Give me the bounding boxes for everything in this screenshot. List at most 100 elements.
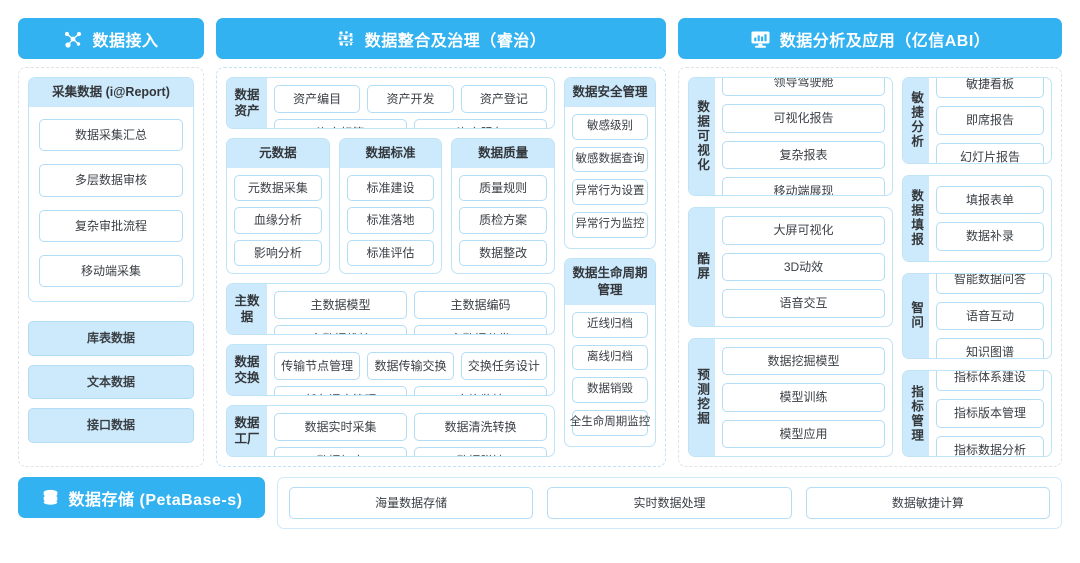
group-row: 数据加密 数据脱敏 <box>274 447 547 456</box>
list-item[interactable]: 大屏可视化 <box>722 216 885 245</box>
header-title: 数据存储 (PetaBase-s) <box>68 491 243 509</box>
list-item[interactable]: 资产开发 <box>367 85 454 114</box>
list-item[interactable]: 资产登记 <box>460 85 547 114</box>
header-title: 数据分析及应用（亿信ABI） <box>779 32 991 50</box>
governance-main: 数据资产 资产编目 资产开发 资产登记 资产标签 资产服务 <box>226 77 556 457</box>
list-item[interactable]: 实时数据处理 <box>547 487 792 520</box>
card-data-standard: 数据标准 标准建设 标准落地 标准评估 <box>338 137 443 275</box>
list-item[interactable]: 近线归档 <box>572 311 648 338</box>
list-item[interactable]: 3D动效 <box>722 252 885 282</box>
card-body: 元数据采集 血缘分析 影响分析 <box>227 168 329 273</box>
list-item[interactable]: 异常行为监控 <box>572 212 648 239</box>
group-label: 数据填报 <box>903 175 929 261</box>
list-item[interactable]: 主数据维护 <box>274 325 407 335</box>
list-item[interactable]: 模型训练 <box>722 383 885 412</box>
list-item[interactable]: 资产标签 <box>274 119 407 128</box>
card-collect-data: 采集数据 (i@Report) 数据采集汇总 多层数据审核 复杂审批流程 移动端… <box>28 77 194 303</box>
list-item[interactable]: 标准落地 <box>346 207 435 234</box>
list-item[interactable]: 接口数据 <box>28 408 194 443</box>
group-body: 数据实时采集 数据清洗转换 数据加密 数据脱敏 <box>267 406 554 456</box>
list-item[interactable]: 海量数据存储 <box>289 487 534 520</box>
list-item[interactable]: 数据清洗转换 <box>414 413 547 442</box>
list-item[interactable]: 数据销毁 <box>572 377 648 404</box>
list-item[interactable]: 资产编目 <box>274 85 361 114</box>
list-item[interactable]: 血缘分析 <box>234 207 322 234</box>
list-item[interactable]: 主数据模型 <box>274 291 407 320</box>
list-item[interactable]: 幻灯片报告 <box>936 142 1044 163</box>
list-item[interactable]: 全生命周期监控 <box>570 410 650 436</box>
list-item[interactable]: 指标数据分析 <box>936 435 1044 457</box>
group-data-factory: 数据工厂 数据实时采集 数据清洗转换 数据加密 数据脱敏 <box>226 405 555 457</box>
panel-data-governance: 数据资产 资产编目 资产开发 资产登记 资产标签 资产服务 <box>216 67 666 467</box>
list-item[interactable]: 任务调度管理 <box>274 386 407 396</box>
trio-cards: 元数据 元数据采集 血缘分析 影响分析 数据标准 标准建设 标准落地 标准评估 <box>226 137 556 275</box>
list-item[interactable]: 领导驾驶舱 <box>722 78 885 97</box>
list-item[interactable]: 填报表单 <box>936 185 1044 215</box>
header-data-ingestion[interactable]: 数据接入 <box>18 18 204 59</box>
group-label-text: 预测挖掘 <box>695 368 710 427</box>
header-title: 数据接入 <box>92 32 159 50</box>
bottom-row: 数据存储 (PetaBase-s) 海量数据存储 实时数据处理 数据敏捷计算 <box>0 467 1080 530</box>
list-item[interactable]: 文本数据 <box>28 364 194 400</box>
list-item[interactable]: 库表数据 <box>28 321 194 356</box>
header-data-storage[interactable]: 数据存储 (PetaBase-s) <box>18 477 265 518</box>
list-item[interactable]: 交换任务设计 <box>460 352 547 381</box>
list-item[interactable]: 标准建设 <box>346 174 435 202</box>
group-label-text: 智问 <box>909 301 924 331</box>
list-item[interactable]: 资产服务 <box>414 119 547 128</box>
list-item[interactable]: 语音交互 <box>722 289 885 318</box>
loose-items: 库表数据 文本数据 接口数据 <box>28 321 194 443</box>
list-item[interactable]: 离线归档 <box>572 344 648 371</box>
list-item[interactable]: 可视化报告 <box>722 104 885 133</box>
list-item[interactable]: 语音互动 <box>936 301 1044 331</box>
analysis-right-groups: 敏捷分析 敏捷看板 即席报告 幻灯片报告 数据填报 填报表单 数据补录 <box>902 77 1052 457</box>
list-item[interactable]: 敏感级别 <box>572 113 648 140</box>
header-data-governance[interactable]: 数据整合及治理（睿治） <box>216 18 666 59</box>
list-item[interactable]: 敏感数据查询 <box>572 146 648 173</box>
list-item[interactable]: 影响分析 <box>234 239 322 267</box>
group-label: 敏捷分析 <box>903 78 929 163</box>
list-item[interactable]: 主数据分发 <box>414 325 547 335</box>
list-item[interactable]: 即席报告 <box>936 106 1044 135</box>
group-label: 预测挖掘 <box>689 338 715 456</box>
list-item[interactable]: 多层数据审核 <box>39 164 183 197</box>
group-body: 大屏可视化 3D动效 语音交互 <box>715 208 892 325</box>
group-data-exchange: 数据交换 传输节点管理 数据传输交换 交换任务设计 任务调度管理 交换监控 <box>226 344 555 396</box>
list-item[interactable]: 复杂报表 <box>722 140 885 170</box>
list-item[interactable]: 知识图谱 <box>936 338 1044 359</box>
list-item[interactable]: 传输节点管理 <box>274 352 361 381</box>
list-item[interactable]: 指标版本管理 <box>936 399 1044 428</box>
list-item[interactable]: 移动端展现 <box>722 177 885 196</box>
list-item[interactable]: 交换监控 <box>414 386 547 396</box>
list-item[interactable]: 主数据编码 <box>414 291 547 320</box>
header-data-analysis[interactable]: 数据分析及应用（亿信ABI） <box>678 18 1062 59</box>
list-item[interactable]: 敏捷看板 <box>936 77 1044 99</box>
list-item[interactable]: 智能数据问答 <box>936 273 1044 294</box>
card-data-lifecycle: 数据生命周期管理 近线归档 离线归档 数据销毁 全生命周期监控 <box>564 258 656 447</box>
monitor-chart-icon <box>750 29 771 49</box>
list-item[interactable]: 移动端采集 <box>39 255 183 288</box>
list-item[interactable]: 模型应用 <box>722 419 885 448</box>
list-item[interactable]: 异常行为设置 <box>572 179 648 206</box>
list-item[interactable]: 数据加密 <box>274 447 407 456</box>
list-item[interactable]: 数据整改 <box>459 239 548 267</box>
group-agile-analysis: 敏捷分析 敏捷看板 即席报告 幻灯片报告 <box>902 77 1052 164</box>
group-label-text: 敏捷分析 <box>909 91 924 150</box>
list-item[interactable]: 数据脱敏 <box>414 447 547 456</box>
list-item[interactable]: 质检方案 <box>459 207 548 234</box>
group-row: 主数据模型 主数据编码 <box>274 291 547 320</box>
header-row: 数据接入 数据整合及治理（睿治） <box>0 0 1080 59</box>
card-title: 数据生命周期管理 <box>565 259 655 305</box>
list-item[interactable]: 元数据采集 <box>234 174 322 202</box>
list-item[interactable]: 数据敏捷计算 <box>805 487 1050 520</box>
list-item[interactable]: 标准评估 <box>346 239 435 267</box>
list-item[interactable]: 数据采集汇总 <box>39 118 183 152</box>
list-item[interactable]: 数据补录 <box>936 222 1044 251</box>
list-item[interactable]: 复杂审批流程 <box>39 209 183 243</box>
card-data-security: 数据安全管理 敏感级别 敏感数据查询 异常行为设置 异常行为监控 <box>564 77 656 250</box>
list-item[interactable]: 数据挖掘模型 <box>722 346 885 376</box>
list-item[interactable]: 数据实时采集 <box>274 413 407 442</box>
list-item[interactable]: 指标体系建设 <box>936 371 1044 392</box>
list-item[interactable]: 数据传输交换 <box>367 352 454 381</box>
list-item[interactable]: 质量规则 <box>459 174 548 202</box>
